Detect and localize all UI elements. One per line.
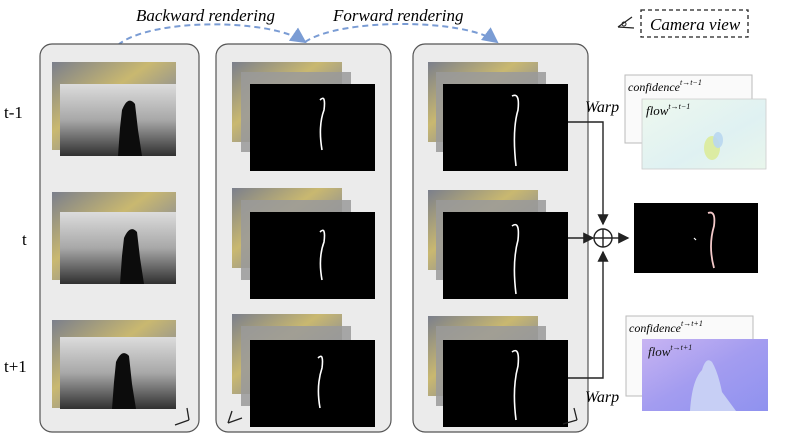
backward-rendering-label: Backward rendering <box>136 6 275 25</box>
sum-node <box>593 228 613 248</box>
backward-stack-t <box>232 188 375 299</box>
forward-arrow <box>304 23 499 44</box>
confidence-label-bottom: confidencet→t+1 <box>629 319 703 335</box>
camera-icon <box>227 410 243 424</box>
depth-stack-t <box>52 192 176 284</box>
warp-line-bottom <box>568 250 609 379</box>
camera-icon <box>174 407 190 426</box>
depth-stack-t-1 <box>52 62 176 156</box>
forward-stack-t-1 <box>428 62 568 171</box>
flow-label-top: flowt→t−1 <box>646 102 690 118</box>
backward-stack-t+1 <box>232 314 375 427</box>
warp-label-bottom: Warp <box>585 389 619 406</box>
backward-arrow <box>117 23 307 46</box>
confidence-label-top: confidencet→t−1 <box>628 78 702 94</box>
backward-stack-t-1 <box>232 62 375 171</box>
row-label-t-1: t-1 <box>4 103 23 122</box>
row-label-t: t <box>22 230 27 249</box>
forward-stack-t <box>428 190 568 299</box>
flow-label-bottom: flowt→t+1 <box>648 343 692 359</box>
row-label-t+1: t+1 <box>4 357 27 376</box>
camera-view-label: Camera view <box>650 15 741 34</box>
camera-icon <box>617 16 635 29</box>
warp-label-top: Warp <box>585 99 619 116</box>
depth-stack-t+1 <box>52 320 176 409</box>
camera-icon <box>562 407 578 425</box>
fused-edge-map <box>634 203 758 273</box>
forward-rendering-label: Forward rendering <box>332 6 464 25</box>
flow-map-bottom <box>642 339 768 411</box>
flow-map-top <box>641 98 767 170</box>
camera-view-box <box>640 9 749 38</box>
warp-line-top <box>568 121 609 226</box>
forward-stack-t+1 <box>428 316 568 427</box>
